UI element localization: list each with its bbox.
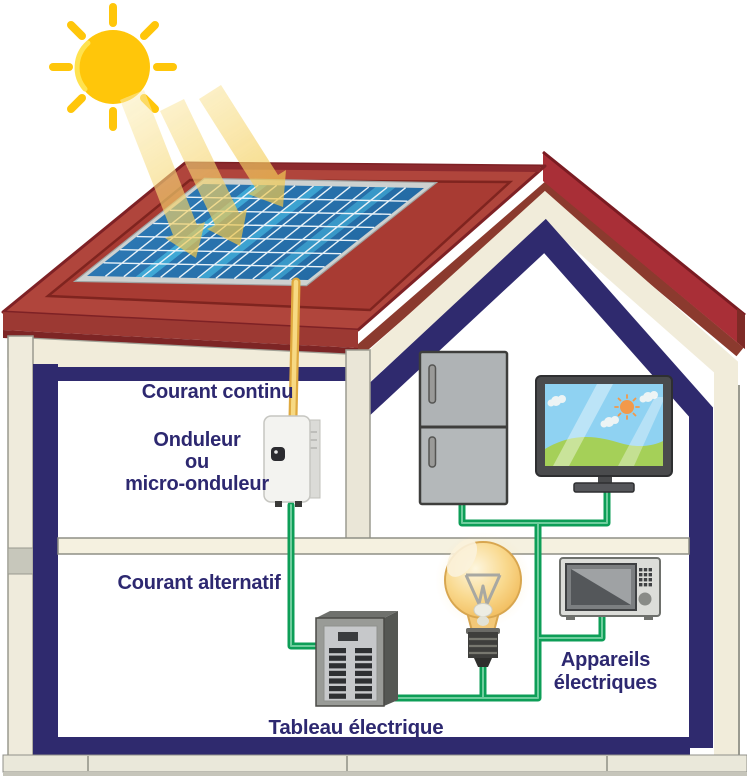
tv-sun (614, 394, 640, 420)
label-dc-current: Courant continu (141, 381, 294, 403)
gable-ridge-outline (542, 150, 746, 317)
microwave-foot (644, 616, 653, 620)
microwave-icon (559, 557, 661, 620)
bulb-highlight (446, 539, 478, 577)
bulb-stem (473, 603, 493, 617)
label-appliances: Appareils électriques (538, 649, 673, 695)
label-breaker-panel: Tableau électrique (268, 716, 444, 739)
breaker-panel-icon (315, 611, 398, 707)
bulb-stem-tip (477, 616, 489, 626)
label-appliances-line1: Appareils (560, 649, 651, 671)
tv-screen-glare (618, 397, 663, 466)
sunbeam-arrow-icon (120, 90, 205, 258)
sunbeam-arrow-icon (199, 85, 286, 207)
eave-end-cap (737, 308, 745, 349)
sun-disc (76, 30, 150, 104)
inverter-connector (275, 501, 282, 507)
breaker-label-plate (338, 632, 358, 641)
interior-post (345, 349, 371, 553)
breaker-switches (329, 648, 372, 699)
gable-dark-stripe (344, 181, 744, 365)
panel-reflection (259, 187, 396, 280)
inverter-connector (295, 501, 302, 507)
gable-roof-bands (343, 150, 746, 770)
foundation (2, 754, 747, 773)
breaker-top-face (316, 611, 398, 618)
tv-screen-glare (553, 384, 613, 466)
inverter-icon (263, 415, 321, 507)
left-navy-band (33, 364, 58, 755)
roof-ridge-cap (187, 163, 541, 172)
breaker-side-face (384, 611, 398, 706)
bulb-filament (464, 573, 502, 605)
bottom-navy-band (58, 737, 690, 755)
tv-stand-base (573, 482, 635, 493)
label-ac-current: Courant alternatif (117, 572, 281, 594)
tv-hill (545, 437, 663, 466)
sun-icon (49, 3, 177, 131)
top-navy-band (58, 367, 346, 381)
microwave-buttons (639, 568, 652, 587)
inverter-display (271, 447, 285, 461)
refrigerator-icon (418, 350, 509, 506)
roof-front-face (3, 312, 358, 348)
foundation-base (3, 772, 747, 776)
tv-stand-neck (598, 474, 612, 484)
fridge-handle-bottom (428, 436, 437, 468)
label-inverter-line1: Onduleur (153, 429, 241, 451)
dc-wire (288, 277, 301, 423)
house-frame (2, 335, 747, 776)
tv-clouds (547, 391, 658, 428)
gable-navy-band (347, 218, 713, 748)
inverter-led (274, 450, 278, 454)
beam-end-cap (7, 547, 34, 575)
label-appliances-line2: électriques (553, 672, 658, 694)
foundation-joints (87, 756, 608, 771)
fridge-handle-top (428, 364, 437, 404)
gable-cream-band (343, 190, 738, 770)
roof-front-lip (3, 330, 358, 356)
label-inverter-line2: ou (184, 451, 210, 473)
microwave-window-shade (571, 569, 631, 605)
sun-highlight (74, 40, 91, 92)
label-inverter: Onduleur ou micro-onduleur (92, 429, 302, 495)
tv-icon (535, 375, 673, 493)
gable-red-band (543, 152, 745, 349)
inverter-body (263, 415, 311, 503)
microwave-foot (566, 616, 575, 620)
bulb-contact-tip (474, 658, 492, 667)
light-bulb-icon (435, 532, 531, 667)
sunbeam-arrows (120, 85, 286, 258)
sunbeam-arrow-icon (160, 99, 247, 246)
floor-beam (57, 537, 690, 555)
panel-reflection (197, 186, 325, 279)
label-inverter-line3: micro-onduleur (125, 473, 269, 495)
sun-rays (49, 3, 177, 131)
bulb-screw-ridges (469, 637, 497, 655)
microwave-knob (638, 592, 652, 606)
ac-wire (287, 486, 611, 702)
